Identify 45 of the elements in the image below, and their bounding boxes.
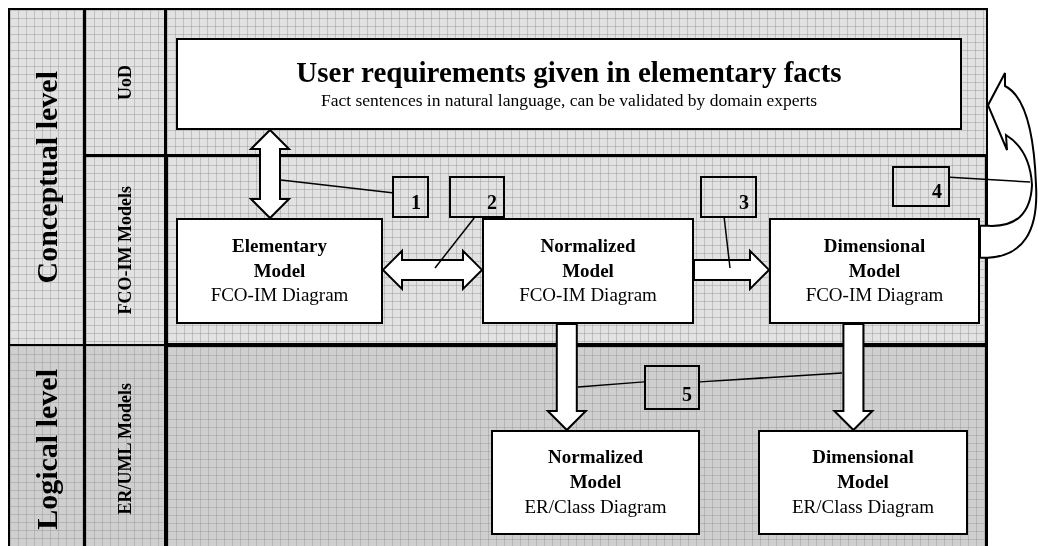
callout-number: 3	[739, 192, 749, 212]
callout-box	[644, 365, 700, 410]
leader-line	[699, 372, 843, 383]
diagram-type: FCO-IM Diagram	[210, 283, 349, 308]
model-name: Dimensional Model	[822, 233, 927, 283]
callout-box	[700, 176, 757, 218]
leader-line	[434, 217, 475, 269]
leader-line	[949, 176, 1031, 183]
diagram-type: FCO-IM Diagram	[519, 283, 657, 308]
block-arrow	[545, 323, 589, 432]
model-box	[491, 430, 700, 535]
model-name: Elementary Model	[231, 233, 328, 283]
block-arrow	[832, 323, 875, 432]
row-header-label: UoD	[116, 64, 134, 100]
leader-line	[577, 381, 645, 388]
callout-number: 1	[411, 192, 421, 212]
row-header-label: FCO-IM Models	[116, 186, 134, 315]
requirements-description: Fact sentences in natural language, can be validated by domain experts	[320, 89, 818, 113]
row-header-label: Conceptual level	[31, 70, 62, 284]
callout-number: 4	[932, 181, 942, 201]
callout-number: 5	[682, 384, 692, 404]
callout-box	[892, 166, 950, 207]
row-header-label: ER/UML Models	[116, 383, 134, 515]
model-box	[176, 218, 383, 324]
diagram-type: ER/Class Diagram	[524, 494, 667, 519]
leader-line	[280, 179, 393, 194]
requirements-heading: User requirements given in elementary facts	[296, 55, 842, 90]
block-arrow	[693, 248, 771, 292]
model-name: Normalized Model	[547, 445, 644, 495]
model-box	[758, 430, 968, 535]
block-arrow	[248, 128, 292, 220]
model-box	[482, 218, 694, 324]
callout-number: 2	[487, 192, 497, 212]
model-name: Dimensional Model	[811, 445, 915, 495]
requirements-box	[176, 38, 962, 130]
row-header-label: Logical level	[31, 368, 62, 530]
callout-box	[392, 176, 429, 218]
curved-arrow	[979, 72, 1038, 259]
diagram-type: FCO-IM Diagram	[805, 283, 944, 308]
callout-box	[449, 176, 505, 218]
diagram-type: ER/Class Diagram	[792, 494, 934, 519]
model-box	[769, 218, 980, 324]
block-arrow	[381, 248, 484, 292]
model-name: Normalized Model	[539, 233, 637, 283]
leader-line	[723, 217, 731, 269]
